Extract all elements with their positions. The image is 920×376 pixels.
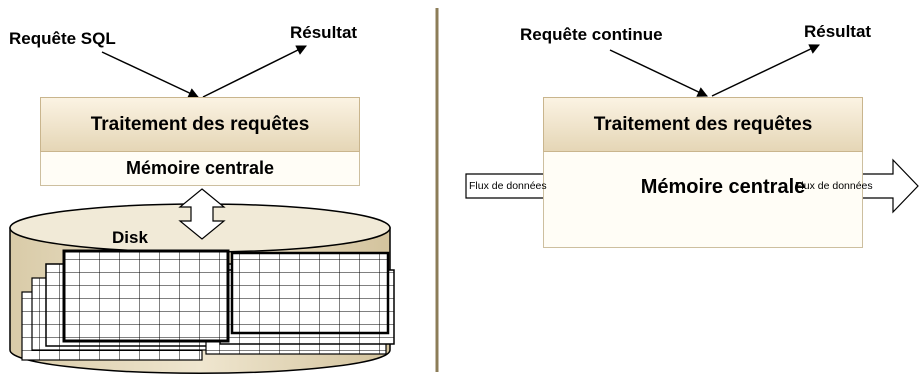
right-query-label: Requête continue	[520, 25, 663, 44]
left-query-arrow	[101, 51, 199, 98]
memory-disk-double-arrow	[178, 188, 226, 240]
left-processing-box: Traitement des requêtes	[40, 97, 360, 152]
right-result-arrow	[711, 44, 820, 97]
stream-out-label: Flux de données	[795, 180, 873, 192]
left-memory-box: Mémoire centrale	[40, 152, 360, 186]
disk-label: Disk	[112, 228, 148, 247]
disk-table-grids	[21, 249, 395, 361]
left-processing-label: Traitement des requêtes	[90, 113, 310, 135]
right-processing-label: Traitement des requêtes	[593, 113, 813, 135]
right-processing-box: Traitement des requêtes	[543, 97, 863, 152]
left-result-arrow	[202, 45, 307, 98]
right-memory-box: Mémoire centrale	[543, 152, 863, 248]
left-query-label: Requête SQL	[9, 29, 116, 48]
right-memory-label: Mémoire centrale	[640, 176, 806, 198]
right-query-arrow	[609, 49, 708, 97]
left-result-label: Résultat	[290, 23, 358, 42]
left-memory-label: Mémoire centrale	[125, 158, 275, 178]
stream-in-label: Flux de données	[469, 180, 547, 192]
right-result-label: Résultat	[804, 22, 872, 41]
